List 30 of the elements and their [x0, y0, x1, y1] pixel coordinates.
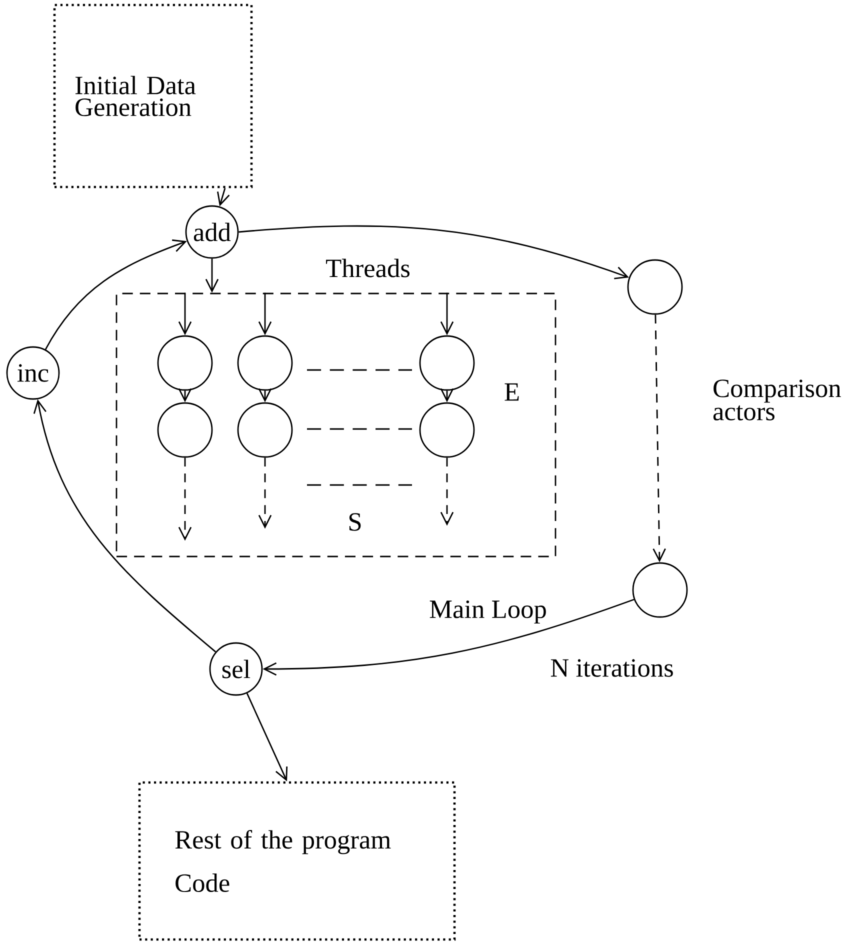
text-label: Main Loop [430, 600, 546, 624]
actor-circle [632, 562, 688, 618]
text-label: E [504, 383, 519, 401]
arrow [246, 693, 288, 782]
process-box: Rest of the program Code [138, 781, 456, 941]
arrow [178, 292, 192, 336]
arrow [652, 314, 666, 562]
arrow [258, 292, 272, 336]
text-label: N iterations [550, 659, 673, 677]
process-box: Initial Data Generation [53, 4, 253, 188]
arrow [238, 225, 629, 280]
arrow [178, 458, 192, 541]
actor-circle [237, 335, 293, 391]
actor-circle [627, 259, 683, 315]
arrow [440, 458, 454, 526]
actor-circle [419, 402, 475, 458]
arrow [440, 292, 454, 336]
actor-circle [237, 402, 293, 458]
arrow [217, 188, 230, 206]
actor-circle [157, 402, 213, 458]
actor-circle [157, 335, 213, 391]
text-label: S [349, 513, 361, 531]
actor-circle [419, 335, 475, 391]
arrow [44, 239, 187, 350]
arrow [33, 399, 216, 652]
text-label: Comparison actors [713, 380, 841, 420]
arrow [262, 598, 634, 676]
node-label: Threads [326, 258, 410, 278]
arrow [205, 258, 219, 293]
arrow [258, 458, 272, 529]
